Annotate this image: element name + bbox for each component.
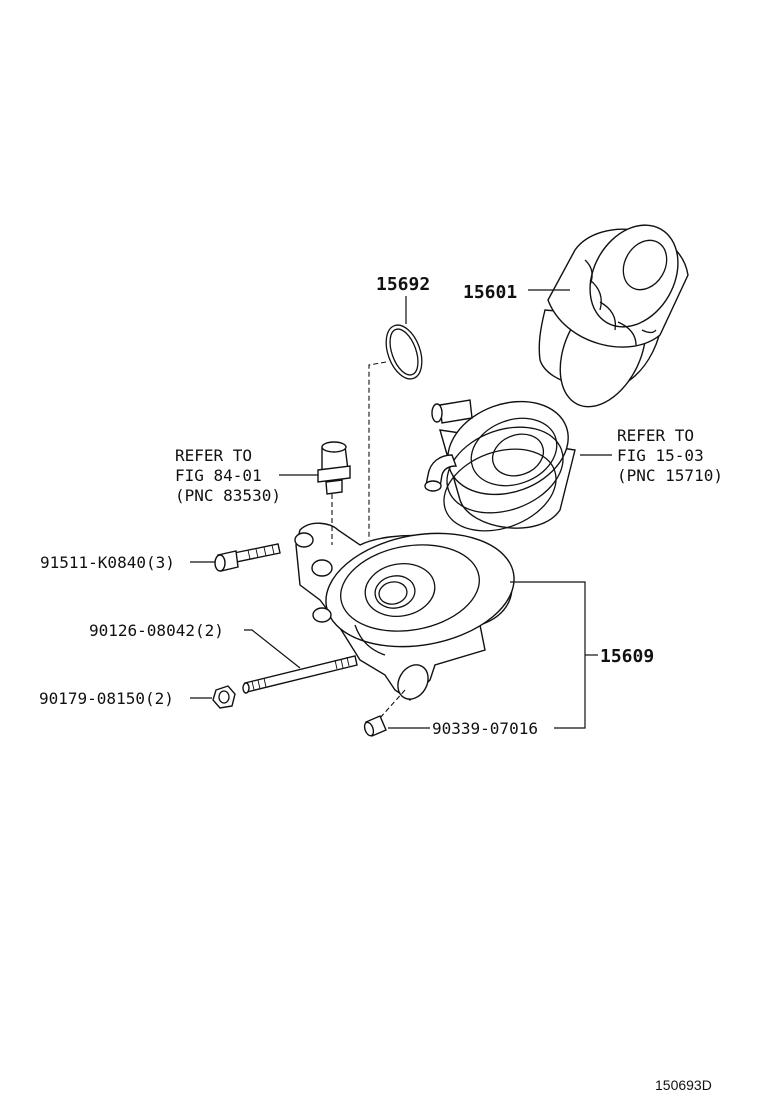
label-90339-07016: 90339-07016 bbox=[432, 719, 538, 738]
label-15692: 15692 bbox=[376, 274, 430, 295]
label-ref-right-line1: REFER TO bbox=[617, 426, 694, 445]
label-90126-08042: 90126-08042(2) bbox=[89, 621, 224, 640]
oil-cooler bbox=[424, 399, 576, 532]
label-ref-right-line3: (PNC 15710) bbox=[617, 466, 723, 485]
label-ref-left-line3: (PNC 83530) bbox=[175, 486, 281, 505]
label-15609: 15609 bbox=[600, 646, 654, 667]
stud-90126-08042 bbox=[242, 655, 358, 694]
nut-90179-08150 bbox=[212, 685, 236, 709]
leader-lines bbox=[190, 289, 612, 729]
oil-filter-15601 bbox=[538, 224, 689, 408]
oil-pressure-switch bbox=[317, 441, 351, 495]
plug-90339-07016 bbox=[363, 715, 387, 737]
label-91511-k0840: 91511-K0840(3) bbox=[40, 553, 175, 572]
label-ref-left-line2: FIG 84-01 bbox=[175, 466, 262, 485]
oil-filter-bracket-15609 bbox=[294, 522, 515, 701]
label-ref-left-line1: REFER TO bbox=[175, 446, 252, 465]
label-15601: 15601 bbox=[463, 282, 517, 303]
label-ref-right-line2: FIG 15-03 bbox=[617, 446, 704, 465]
label-90179-08150: 90179-08150(2) bbox=[39, 689, 174, 708]
figure-id: 150693D bbox=[655, 1077, 712, 1093]
o-ring-15692 bbox=[385, 324, 423, 380]
bolt-91511-k0840 bbox=[214, 543, 281, 572]
